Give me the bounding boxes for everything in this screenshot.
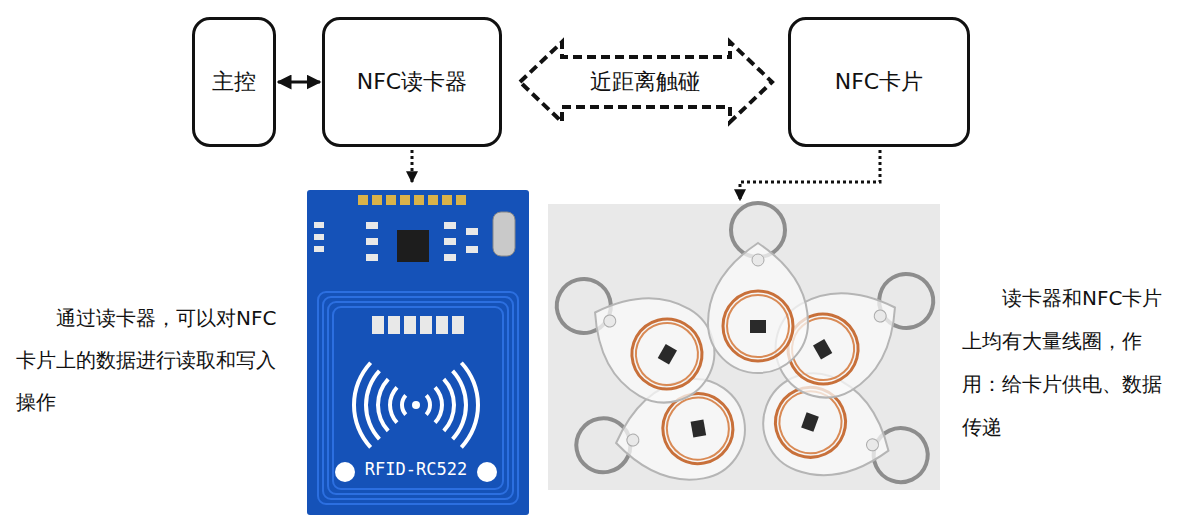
key-fob [708,203,808,373]
nfc-wave [376,378,390,433]
edge-label: 近距离触碰 [586,67,704,97]
reader-board [307,190,529,515]
box-label: 主控 [212,67,256,97]
nfc-wave [434,386,444,424]
nfc-wave [442,378,456,433]
note-text: 通过读卡器，可以对NFC卡片上的数据进行读取和写入操作 [16,297,278,423]
nfc-wave [352,361,372,448]
leader-line [411,150,414,182]
nfc-wave [364,370,381,441]
nfc-wave [425,394,432,416]
key-fob [535,249,732,421]
nfc-wave [388,386,398,424]
leader-line [740,150,880,200]
box-label: NFC卡片 [835,67,923,97]
nfc-wave [460,361,480,448]
nfc-wave [451,370,468,441]
process-box: 主控 [192,17,276,147]
process-box: NFC读卡器 [322,17,502,147]
process-box: NFC卡片 [788,17,970,147]
board-print: RFID-RC522 [346,459,486,479]
box-label: NFC读卡器 [357,67,467,97]
note-text: 读卡器和NFC卡片上均有大量线圈，作用：给卡片供电、数据传递 [962,277,1176,449]
link-arrow [278,81,320,84]
double-arrow [520,42,772,122]
nfc-wave [400,394,407,416]
card-photo [535,203,954,511]
